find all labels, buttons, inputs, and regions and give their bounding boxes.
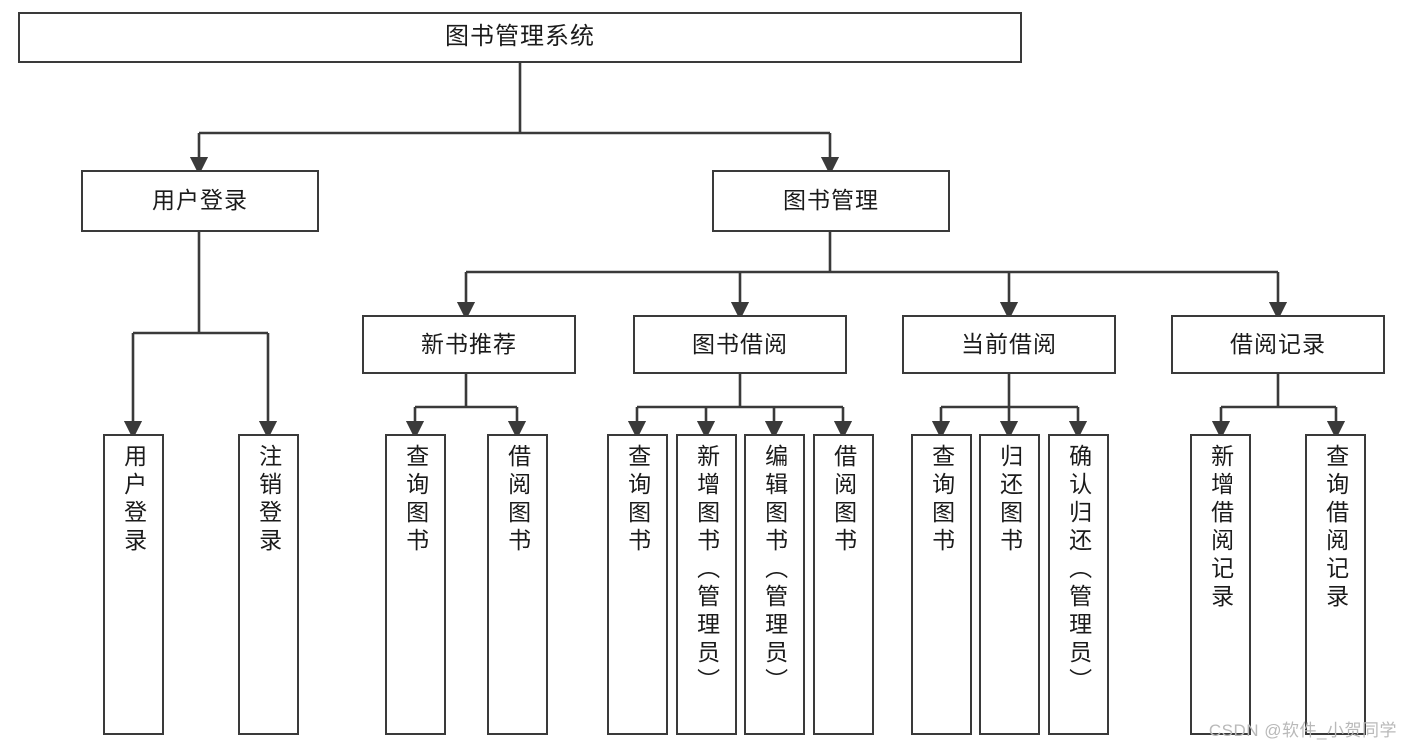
node-label: 用户登录 <box>152 187 248 214</box>
node-current-borrow[interactable]: 当前借阅 <box>902 315 1116 374</box>
node-user-login[interactable]: 用户登录 <box>81 170 319 232</box>
watermark: CSDN @软件_小贺同学 <box>1208 721 1397 740</box>
leaf-new-book-borrow[interactable]: 借阅图书 <box>487 434 548 735</box>
node-label: 查询图书 <box>624 444 651 556</box>
leaf-borrow-record-query[interactable]: 查询借阅记录 <box>1305 434 1366 735</box>
node-label: 查询图书 <box>928 444 955 556</box>
node-label: 注销登录 <box>255 444 282 556</box>
node-label: 图书管理 <box>783 187 879 214</box>
node-label: 查询借阅记录 <box>1322 444 1349 612</box>
node-root-book-management-system[interactable]: 图书管理系统 <box>18 12 1022 63</box>
leaf-borrow-record-add[interactable]: 新增借阅记录 <box>1190 434 1251 735</box>
leaf-current-borrow-confirm-return[interactable]: 确认归还（管理员） <box>1048 434 1109 735</box>
node-book-management[interactable]: 图书管理 <box>712 170 950 232</box>
node-label: 归还图书 <box>996 444 1023 556</box>
leaf-book-borrow-edit[interactable]: 编辑图书（管理员） <box>744 434 805 735</box>
node-label: 图书管理系统 <box>445 23 595 51</box>
node-label: 编辑图书（管理员） <box>761 444 788 696</box>
node-book-borrow[interactable]: 图书借阅 <box>633 315 847 374</box>
node-label: 当前借阅 <box>961 330 1057 357</box>
node-borrow-record[interactable]: 借阅记录 <box>1171 315 1385 374</box>
node-label: 图书借阅 <box>692 330 788 357</box>
node-label: 用户登录 <box>120 444 147 556</box>
node-label: 借阅图书 <box>830 444 857 556</box>
node-label: 新增借阅记录 <box>1207 444 1234 612</box>
leaf-book-borrow-add[interactable]: 新增图书（管理员） <box>676 434 737 735</box>
node-new-book-recommend[interactable]: 新书推荐 <box>362 315 576 374</box>
leaf-current-borrow-query[interactable]: 查询图书 <box>911 434 972 735</box>
node-label: 新书推荐 <box>421 330 517 357</box>
leaf-user-login-logout[interactable]: 注销登录 <box>238 434 299 735</box>
leaf-book-borrow-query[interactable]: 查询图书 <box>607 434 668 735</box>
leaf-book-borrow-borrow[interactable]: 借阅图书 <box>813 434 874 735</box>
node-label: 借阅图书 <box>504 444 531 556</box>
node-label: 确认归还（管理员） <box>1065 444 1092 696</box>
leaf-current-borrow-return[interactable]: 归还图书 <box>979 434 1040 735</box>
leaf-user-login-login[interactable]: 用户登录 <box>103 434 164 735</box>
node-label: 新增图书（管理员） <box>693 444 720 696</box>
leaf-new-book-query[interactable]: 查询图书 <box>385 434 446 735</box>
node-label: 查询图书 <box>402 444 429 556</box>
node-label: 借阅记录 <box>1230 330 1326 357</box>
